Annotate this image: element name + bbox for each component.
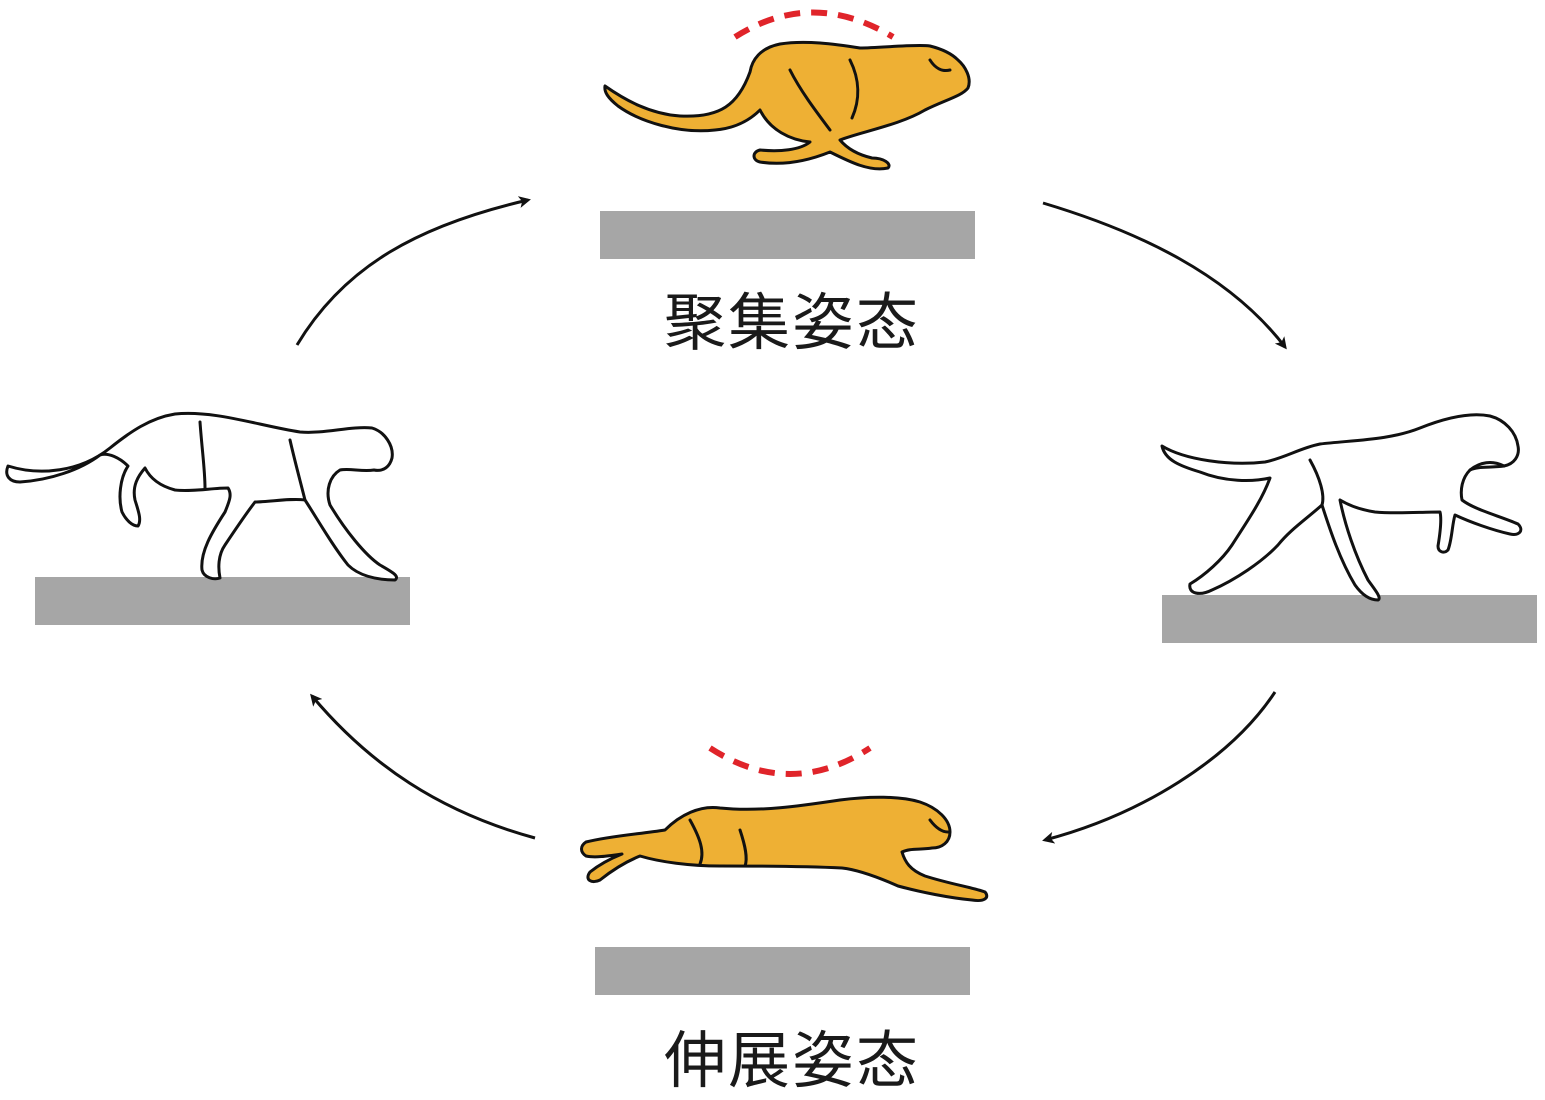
- cheetah-extended-icon: [580, 795, 989, 902]
- label-extended-posture: 伸展姿态: [664, 1024, 921, 1097]
- cheetah-left-icon: [5, 411, 398, 582]
- ground-left: [35, 577, 410, 625]
- spine-curve-extended: [708, 745, 872, 777]
- ground-right: [1162, 595, 1537, 643]
- ground-top: [600, 211, 975, 259]
- cycle-arrow-bottom-to-left: [310, 693, 536, 840]
- ground-bottom: [595, 947, 970, 995]
- cycle-arrow-right-to-bottom: [1042, 691, 1277, 844]
- cheetah-right-icon: [1160, 413, 1523, 602]
- cycle-arrow-left-to-top: [295, 196, 531, 346]
- cycle-arrow-top-to-right: [1042, 201, 1287, 350]
- cheetah-gathered-icon: [603, 40, 971, 171]
- label-gathered-posture: 聚集姿态: [664, 286, 921, 359]
- spine-curve-gathered: [733, 9, 895, 40]
